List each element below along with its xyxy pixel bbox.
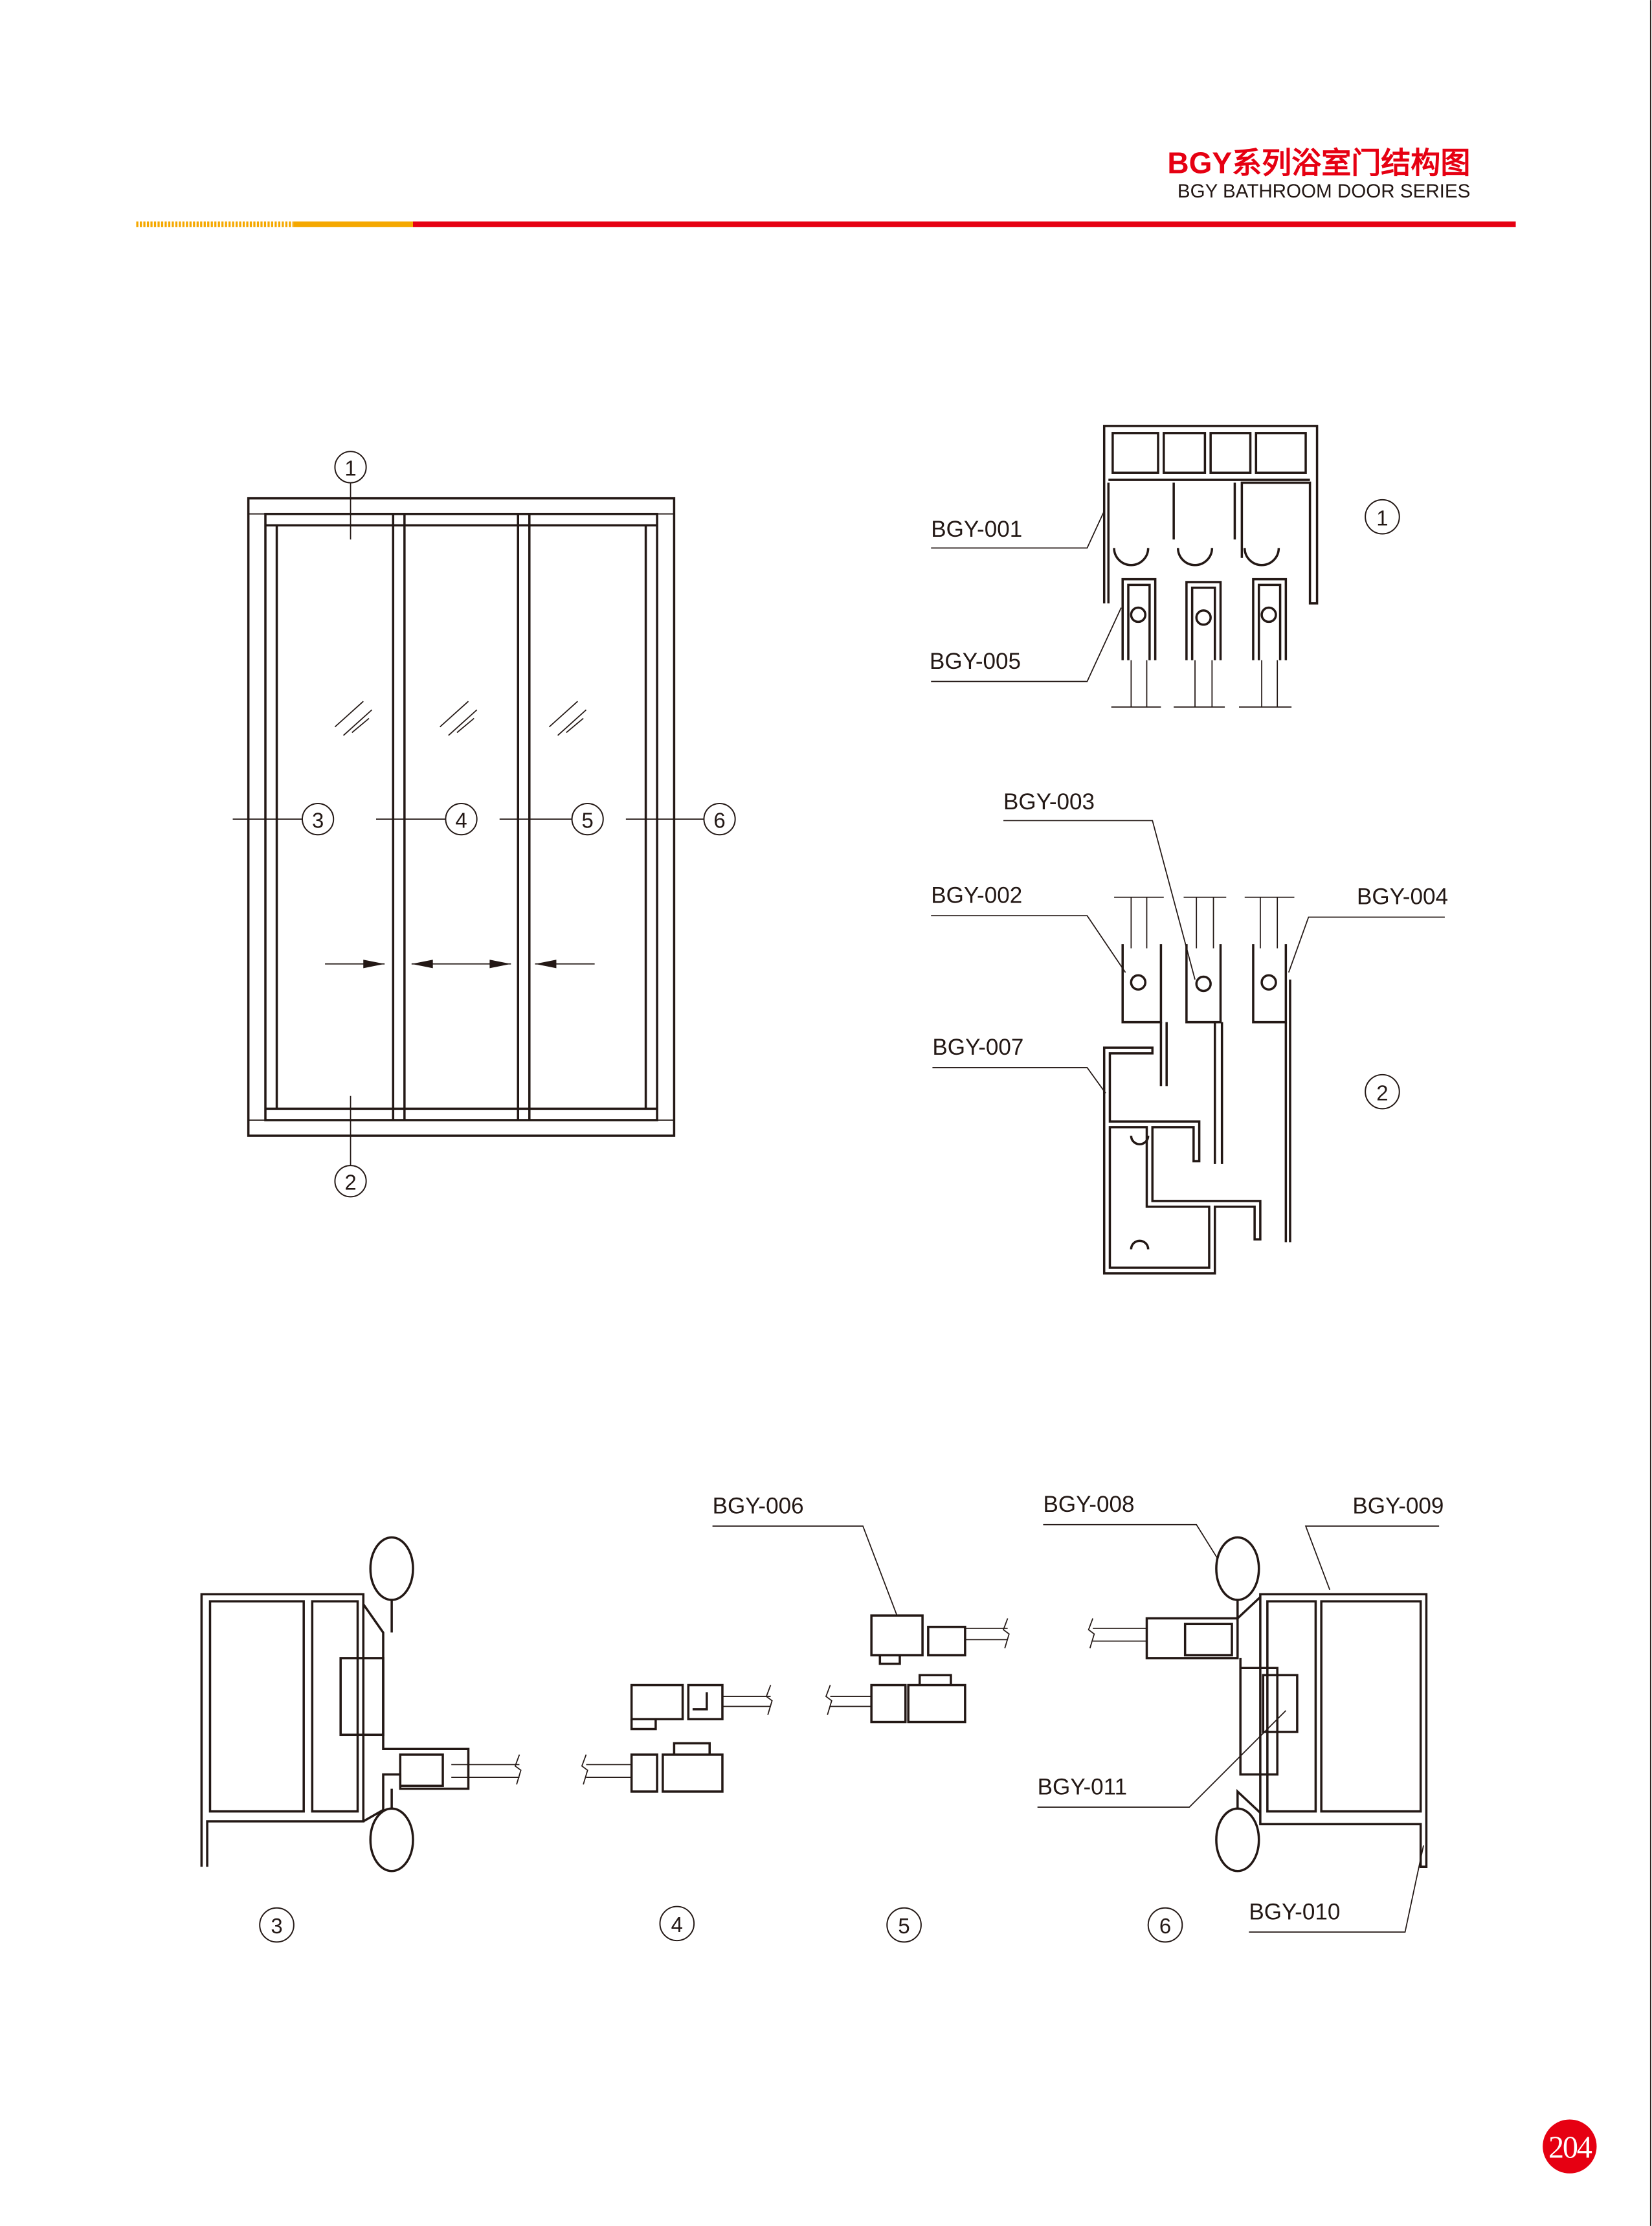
svg-text:6: 6: [713, 808, 725, 832]
detail-6-wall-jamb: BGY-008 BGY-009 BGY-011 BGY-010 6: [1037, 1492, 1444, 1943]
svg-text:3: 3: [271, 1914, 282, 1938]
svg-text:4: 4: [455, 808, 467, 832]
detail-2-bottom-track: BGY-003 BGY-002 BGY-004 BGY-007 2: [931, 789, 1448, 1275]
label-bgy-001: BGY-001: [931, 517, 1022, 542]
detail-2-callout: 2: [1365, 1074, 1400, 1110]
svg-text:4: 4: [671, 1913, 683, 1937]
svg-text:3: 3: [312, 808, 324, 832]
detail-5-meeting-stile: BGY-006 5: [713, 1493, 1010, 1943]
sliding-arrows: [325, 960, 595, 969]
detail-5-callout: 5: [886, 1907, 922, 1943]
svg-text:1: 1: [1376, 506, 1388, 530]
detail-4-meeting-stile: 4: [581, 1683, 773, 1942]
callout-6: 6: [703, 803, 736, 836]
detail-1-top-track: BGY-001 BGY-005 1: [930, 425, 1400, 708]
svg-text:6: 6: [1159, 1914, 1171, 1938]
page-number: 204: [1548, 2131, 1592, 2165]
bgy-005-sashes: [1111, 578, 1292, 708]
callout-5: 5: [571, 803, 604, 836]
label-bgy-007: BGY-007: [932, 1035, 1023, 1060]
page-subtitle: BGY BATHROOM DOOR SERIES: [1178, 181, 1471, 202]
detail-3-callout: 3: [259, 1907, 295, 1943]
label-bgy-010: BGY-010: [1249, 1899, 1340, 1924]
callout-3: 3: [302, 803, 335, 836]
svg-text:5: 5: [898, 1914, 910, 1938]
callout-1: 1: [334, 451, 367, 484]
callout-2: 2: [334, 1165, 367, 1198]
door-elevation: 1 2 3 4 5 6: [232, 451, 736, 1198]
detail-3-wall-jamb: 3: [200, 1536, 522, 1943]
label-bgy-002: BGY-002: [931, 883, 1022, 908]
detail-6-callout: 6: [1147, 1907, 1183, 1943]
svg-text:1: 1: [344, 456, 356, 480]
label-bgy-004: BGY-004: [1357, 884, 1448, 910]
label-bgy-009: BGY-009: [1352, 1493, 1444, 1518]
label-bgy-011: BGY-011: [1038, 1774, 1127, 1799]
glass-hatch: [334, 701, 587, 736]
page-number-badge: 204: [1543, 2119, 1597, 2174]
svg-text:2: 2: [1376, 1081, 1388, 1105]
label-bgy-003: BGY-003: [1003, 789, 1095, 815]
svg-text:2: 2: [344, 1170, 356, 1194]
label-bgy-006: BGY-006: [713, 1493, 804, 1518]
detail-1-callout: 1: [1365, 499, 1400, 535]
label-bgy-005: BGY-005: [930, 649, 1021, 674]
detail-4-callout: 4: [659, 1906, 695, 1942]
label-bgy-008: BGY-008: [1043, 1492, 1134, 1517]
callout-4: 4: [445, 803, 478, 836]
header: BGY系列浴室门结构图 BGY BATHROOM DOOR SERIES: [136, 146, 1516, 227]
page-title: BGY系列浴室门结构图: [1167, 146, 1470, 180]
svg-text:5: 5: [582, 808, 594, 832]
